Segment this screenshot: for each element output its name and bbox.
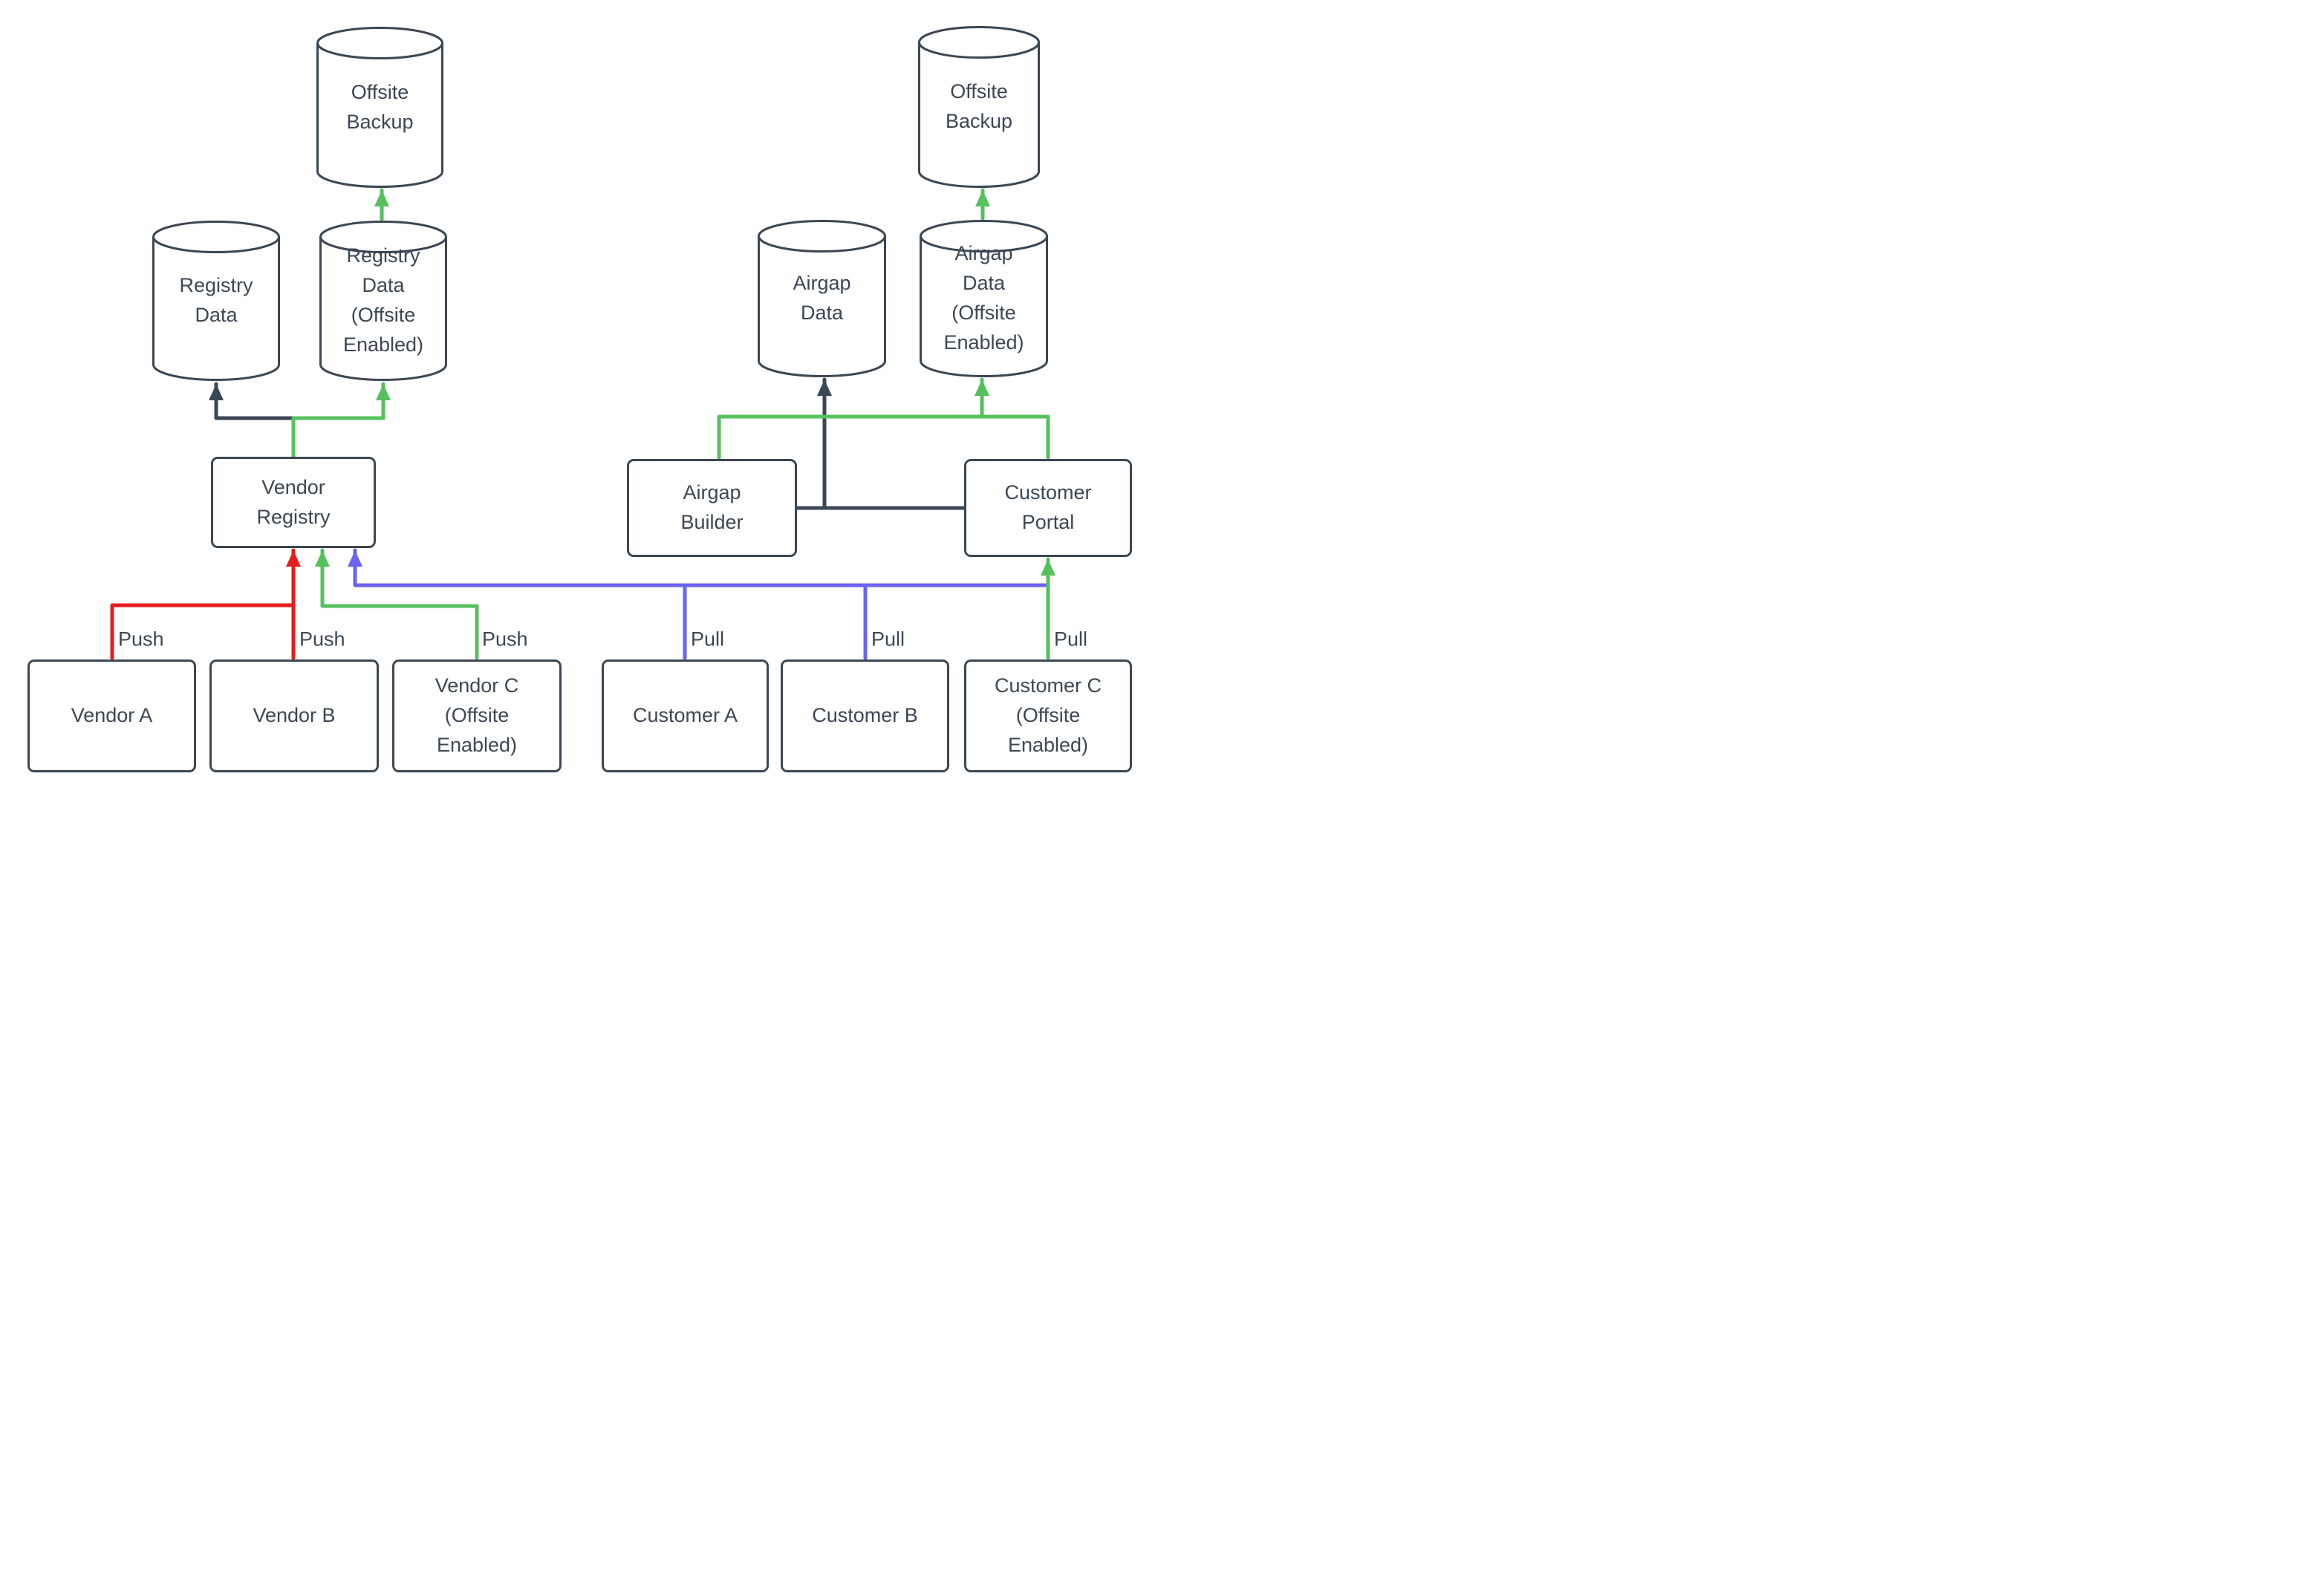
offsite-backup-right-label: Offsite Backup (945, 80, 1013, 132)
customer-a-label: Customer A (632, 704, 738, 727)
vendor-b-label: Vendor B (253, 704, 336, 727)
registry-data-label: Registry Data (179, 274, 253, 326)
customer-portal-node: Customer Portal (964, 459, 1132, 557)
offsite-backup-left-cylinder: Offsite Backup (316, 27, 443, 188)
vendor-registry-label: Vendor Registry (256, 475, 331, 528)
cylinder-icon (758, 220, 886, 377)
vendor-a-node: Vendor A (27, 659, 196, 772)
registry-data-cylinder: Registry Data (152, 221, 280, 381)
vendor-c-node: Vendor C (Offsite Enabled) (392, 659, 562, 772)
cylinder-icon (316, 27, 443, 188)
customer-c-node: Customer C (Offsite Enabled) (964, 659, 1132, 772)
edge-customer-portal-to-airgap-builder (717, 414, 1050, 460)
offsite-backup-left-label: Offsite Backup (346, 80, 414, 133)
registry-data-offsite-cylinder: Registry Data (Offsite Enabled) (319, 221, 447, 381)
cylinder-icon (319, 221, 447, 381)
registry-data-offsite-label: Registry Data (Offsite Enabled) (342, 244, 424, 356)
edge-label-push-vendor-c: Push (482, 628, 528, 651)
airgap-data-cylinder: Airgap Data (758, 220, 886, 377)
cylinder-icon (920, 220, 1048, 377)
airgap-data-label: Airgap Data (793, 272, 851, 324)
edge-label-pull-customer-b: Pull (871, 628, 905, 651)
edge-pull-trunk-to-vendor-registry (348, 548, 1050, 587)
edge-vendor-registry-to-registry-data (209, 382, 296, 460)
edge-vendor-c-push (315, 548, 479, 660)
cylinder-icon (918, 26, 1040, 188)
edge-vendor-registry-to-registry-data-offsite (291, 382, 391, 460)
edge-vendor-a-push (110, 603, 294, 660)
vendor-registry-node: Vendor Registry (211, 457, 376, 548)
vendor-c-label: Vendor C (Offsite Enabled) (435, 674, 519, 756)
airgap-builder-node: Airgap Builder (627, 459, 797, 557)
cylinder-icon (152, 221, 280, 381)
customer-portal-label: Customer Portal (1004, 481, 1092, 533)
customer-a-node: Customer A (602, 659, 769, 772)
airgap-data-offsite-label: Airgap Data (Offsite Enabled) (943, 242, 1024, 354)
airgap-builder-label: Airgap Builder (680, 481, 744, 533)
customer-b-label: Customer B (812, 704, 918, 727)
edge-label-pull-customer-a: Pull (691, 628, 725, 651)
edge-label-pull-customer-c: Pull (1054, 628, 1088, 651)
offsite-backup-right-cylinder: Offsite Backup (918, 26, 1040, 188)
customer-c-label: Customer C (Offsite Enabled) (994, 674, 1102, 756)
airgap-data-offsite-cylinder: Airgap Data (Offsite Enabled) (920, 220, 1048, 377)
customer-b-node: Customer B (781, 659, 949, 772)
edge-label-push-vendor-b: Push (299, 628, 345, 651)
vendor-b-node: Vendor B (209, 659, 379, 772)
vendor-a-label: Vendor A (71, 704, 153, 727)
edge-label-push-vendor-a: Push (118, 628, 164, 651)
connector-layer (110, 188, 1055, 660)
